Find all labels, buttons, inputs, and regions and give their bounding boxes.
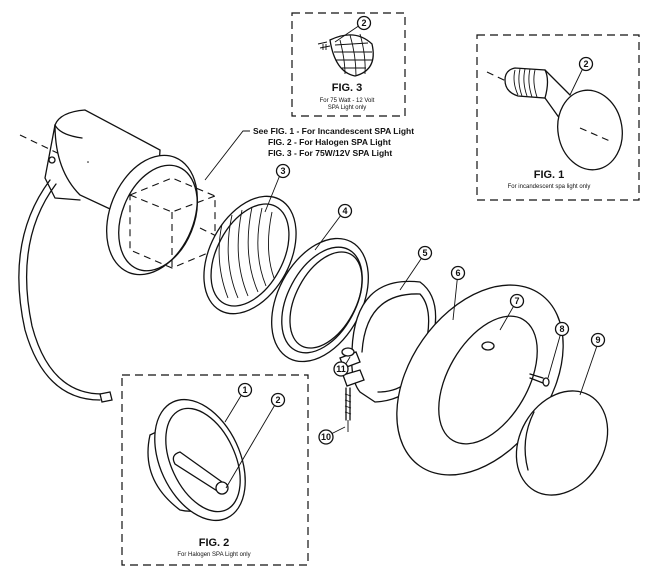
callout-6: 6 <box>450 265 466 281</box>
svg-text:2: 2 <box>583 59 588 69</box>
part-3-lens <box>203 195 297 315</box>
svg-text:10: 10 <box>321 432 331 442</box>
callout-3: 3 <box>275 163 291 179</box>
part-10-clamp-screw <box>344 387 352 432</box>
note-leader <box>204 130 250 181</box>
fig3-caption-2: SPA Light only <box>328 105 367 111</box>
note-line-3: FIG. 3 - For 75W/12V SPA Light <box>268 148 392 158</box>
callout-7: 7 <box>509 293 525 309</box>
part-11-nut <box>341 347 355 357</box>
svg-text:2: 2 <box>361 18 366 28</box>
fig3-callout-2: 2 <box>356 15 372 31</box>
svg-text:2: 2 <box>275 395 280 405</box>
callout-8: 8 <box>554 321 570 337</box>
fig1-title: FIG. 1 <box>534 169 565 181</box>
note-line-2: FIG. 2 - For Halogen SPA Light <box>268 137 391 147</box>
note-line-1: See FIG. 1 - For Incandescent SPA Light <box>253 126 414 136</box>
fig1-callout-2: 2 <box>578 56 594 72</box>
fig2-caption: For Halogen SPA Light only <box>177 552 250 558</box>
fig3-box: 2 FIG. 3 For 75 Watt - 12 Volt SPA Light… <box>291 12 406 117</box>
svg-text:5: 5 <box>422 248 427 258</box>
fig1-caption: For incandescent spa light only <box>508 184 591 190</box>
fig2-title: FIG. 2 <box>199 537 230 549</box>
callout-5: 5 <box>417 245 433 261</box>
housing <box>18 109 216 403</box>
svg-text:7: 7 <box>514 296 519 306</box>
part-4-gasket <box>271 237 369 363</box>
svg-text:4: 4 <box>342 206 347 216</box>
fig3-title: FIG. 3 <box>332 82 363 94</box>
fig2-callout-1: 1 <box>237 382 253 398</box>
figure-reference-note: See FIG. 1 - For Incandescent SPA Light … <box>253 126 414 158</box>
svg-text:8: 8 <box>559 324 564 334</box>
fig3-caption-1: For 75 Watt - 12 Volt <box>320 98 375 104</box>
callout-4: 4 <box>337 203 353 219</box>
svg-text:6: 6 <box>455 268 460 278</box>
svg-text:11: 11 <box>336 364 346 374</box>
part-8-screw <box>529 373 550 387</box>
callout-11: 11 <box>333 361 349 377</box>
fig2-callout-2: 2 <box>270 392 286 408</box>
fig2-box: 1 2 FIG. 2 For Halogen SPA Light only <box>121 374 309 566</box>
callout-9: 9 <box>590 332 606 348</box>
svg-text:1: 1 <box>242 385 247 395</box>
fig1-box: 2 FIG. 1 For incandescent spa light only <box>476 34 640 201</box>
part-9-cover <box>515 390 609 496</box>
callout-10: 10 <box>318 429 334 445</box>
svg-text:3: 3 <box>280 166 285 176</box>
svg-text:9: 9 <box>595 335 600 345</box>
